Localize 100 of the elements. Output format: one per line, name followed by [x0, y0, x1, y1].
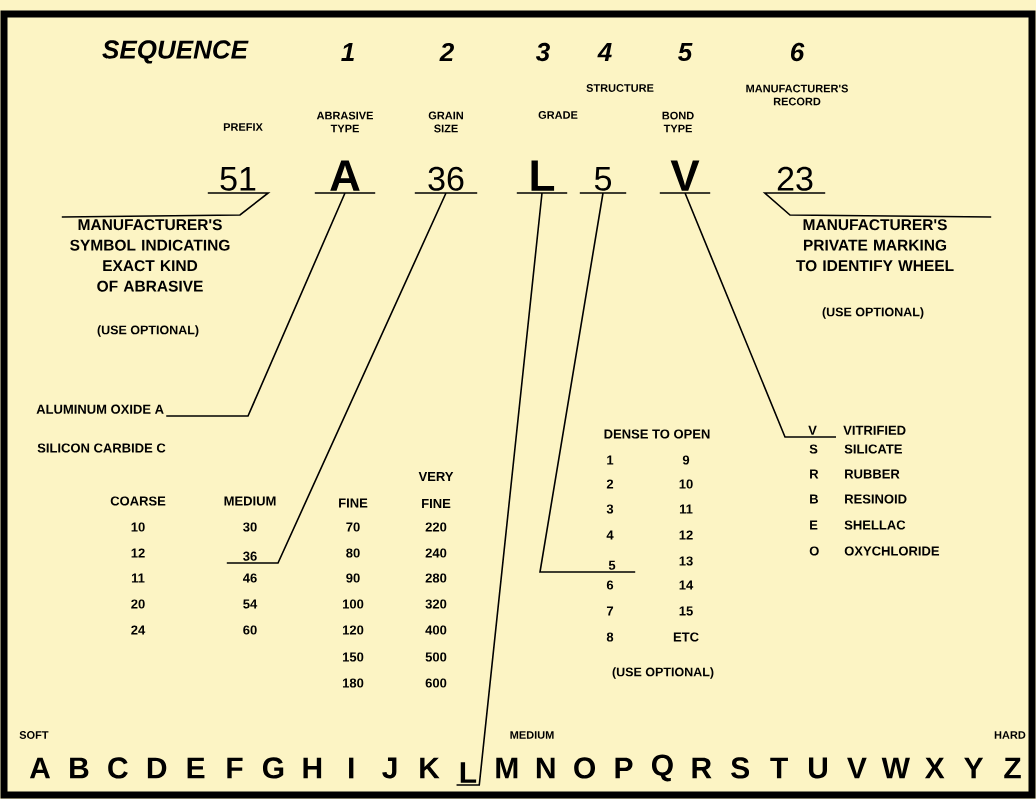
grade-letter: P [615, 757, 633, 779]
sequence-number: 3 [536, 42, 550, 62]
grade-letter: T [770, 757, 788, 779]
grade-letter: K [420, 757, 440, 779]
grade-letter: U [809, 757, 827, 779]
table-heading: FINE [339, 498, 368, 508]
heading: STRUCTURE [586, 84, 654, 92]
grade-letter: D [147, 757, 167, 779]
table-cell: 13 [679, 556, 693, 566]
bond-entry: V VITRIFIED [808, 425, 906, 435]
table-cell: 11 [679, 504, 693, 514]
table-cell: 1 [607, 455, 614, 465]
scale-label: MEDIUM [510, 731, 554, 739]
bond-name: SHELLAC [844, 520, 906, 530]
leader-line [165, 192, 376, 417]
heading: MANUFACTURER'S RECORD [746, 84, 848, 106]
bond-letter: S [809, 444, 818, 454]
bond-name: RESINOID [845, 494, 907, 504]
table-cell: 220 [425, 522, 447, 532]
table-cell: 9 [682, 455, 690, 465]
grade-letter: N [536, 757, 555, 779]
grade-letter: X [924, 757, 945, 779]
marking-symbol: L [531, 160, 555, 191]
sequence-number: 6 [791, 42, 805, 62]
table-cell: 5 [608, 560, 616, 570]
table-cell: 8 [606, 632, 614, 642]
table-cell: 30 [243, 522, 257, 532]
marking-symbol: 36 [428, 166, 464, 191]
grade-letter: A [29, 757, 51, 779]
leader-line [539, 192, 636, 573]
grade-letter: J [382, 757, 397, 779]
table-cell: 60 [243, 625, 257, 635]
table-cell: 11 [131, 573, 145, 583]
description-text: MANUFACTURER'S PRIVATE MARKING TO IDENTIFY WHEEL [796, 219, 954, 272]
table-cell: 15 [679, 606, 693, 616]
note: (USE OPTIONAL) [97, 325, 199, 337]
table-cell: 400 [425, 625, 447, 635]
table-cell: 6 [606, 580, 614, 590]
grade-letter: M [496, 757, 518, 779]
marking-symbol: 23 [777, 166, 813, 191]
table-cell: 12 [131, 548, 145, 558]
grade-letter: W [881, 757, 910, 779]
table-cell: ETC [673, 632, 699, 642]
heading: PREFIX [223, 123, 263, 131]
scale-label: SOFT [19, 731, 49, 739]
table-cell: 3 [606, 504, 614, 514]
grade-letter: V [847, 757, 867, 779]
grade-letter: I [349, 757, 354, 779]
description-text: MANUFACTURER'S SYMBOL INDICATING EXACT KIND OF ABRASIVE [70, 219, 230, 292]
grade-letter: H [303, 757, 322, 779]
table-cell: 120 [343, 625, 364, 635]
grade-letter: Y [964, 757, 984, 779]
table-cell: 80 [346, 548, 360, 558]
note: (USE OPTIONAL) [612, 667, 714, 679]
grade-letter: F [227, 757, 243, 779]
bond-name: RUBBER [845, 469, 900, 479]
table-cell: 24 [131, 625, 146, 635]
table-cell: 240 [425, 548, 447, 558]
grade-letter: S [731, 757, 750, 779]
table-cell: 14 [679, 580, 694, 590]
leader-line [762, 192, 992, 218]
leader-line [226, 192, 478, 564]
grade-letter: Q [651, 754, 673, 782]
marking-symbol: V [670, 160, 700, 191]
heading: ABRASIVE TYPE [316, 111, 373, 133]
table-heading: MEDIUM [224, 496, 276, 506]
table-heading: VERY FINE [418, 472, 454, 508]
marking-symbol: 51 [220, 167, 256, 191]
leader-line [61, 192, 271, 218]
bond-name: SILICATE [844, 444, 902, 454]
bond-letter: O [809, 546, 819, 556]
table-cell: 90 [346, 573, 360, 583]
bond-letter: E [810, 520, 818, 530]
table-cell: 500 [425, 652, 447, 662]
sequence-number: 1 [341, 43, 354, 61]
marking-symbol: 5 [594, 167, 612, 191]
grade-letter: E [187, 757, 205, 779]
bond-name: OXYCHLORIDE [844, 546, 940, 556]
grade-letter: O [574, 757, 595, 779]
table-cell: 4 [606, 530, 614, 540]
bond-letter: R [810, 469, 819, 479]
list-entry: SILICON CARBIDE C [37, 443, 166, 453]
bond-letter: B [810, 494, 818, 504]
leader-line [455, 192, 568, 786]
sequence-number: 2 [439, 42, 454, 62]
table-cell: 100 [343, 599, 364, 609]
heading: GRAIN SIZE [428, 111, 463, 133]
grade-letter: R [692, 757, 712, 779]
table-cell: 54 [243, 599, 258, 609]
note: (USE OPTIONAL) [822, 307, 924, 319]
table-cell: 46 [243, 573, 257, 583]
grade-letter: C [108, 757, 128, 779]
list-entry: ALUMINUM OXIDE A [36, 404, 164, 414]
table-cell: 600 [425, 678, 447, 688]
sequence-number: 5 [678, 42, 693, 62]
grade-letter: G [262, 757, 284, 779]
table-cell: 7 [606, 606, 614, 616]
table-cell: 36 [243, 551, 257, 561]
table-cell: 20 [131, 599, 145, 609]
heading: SEQUENCE [102, 40, 249, 64]
